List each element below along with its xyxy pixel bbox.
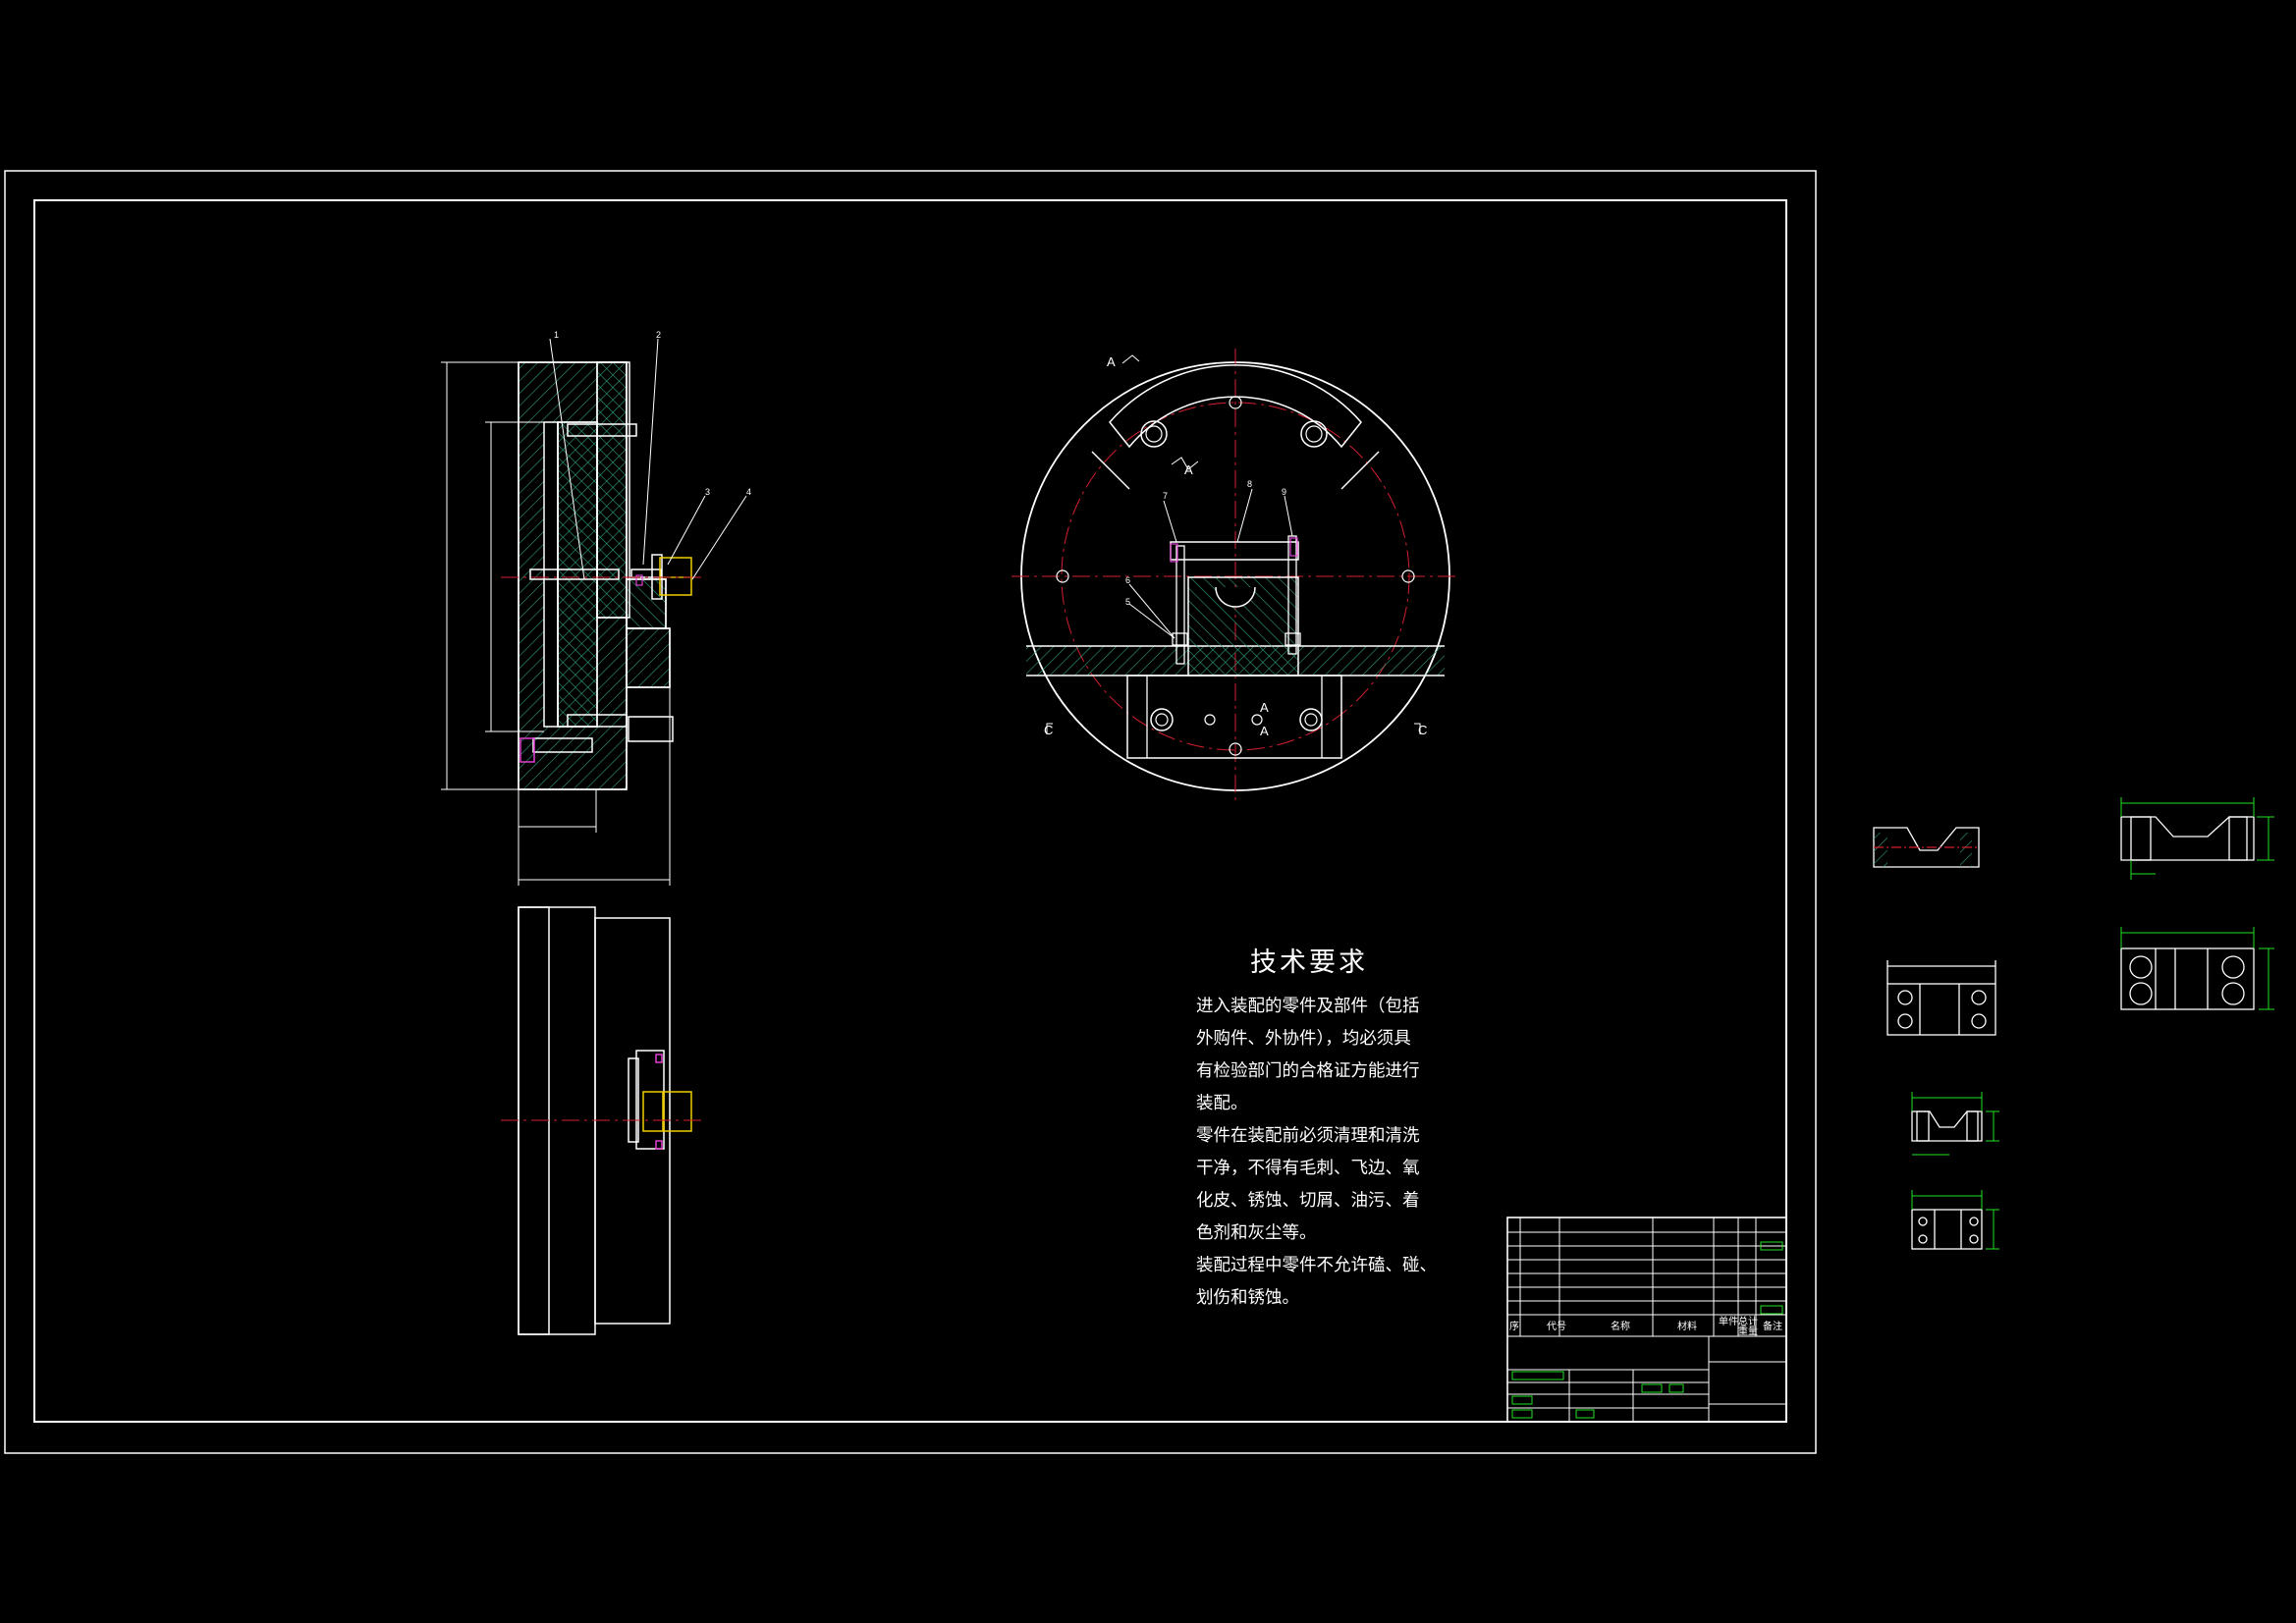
tech-requirement-line: 装配过程中零件不允许磕、碰、 xyxy=(1196,1256,1437,1275)
tech-requirement-line: 外购件、外协件），均必须具 xyxy=(1196,1029,1411,1049)
side-view-dimensions xyxy=(441,338,747,886)
tech-requirement-line: 划伤和锈蚀。 xyxy=(1196,1288,1299,1308)
header-code: 代号 xyxy=(1547,1321,1566,1332)
tech-requirement-line: 零件在装配前必须清理和清洗 xyxy=(1196,1126,1420,1146)
section-mark-a: A xyxy=(1184,462,1193,477)
header-seq: 序 xyxy=(1509,1320,1519,1332)
side-section-view xyxy=(518,361,674,790)
tech-requirement-line: 干净，不得有毛刺、飞边、氧 xyxy=(1196,1159,1420,1178)
balloon-3: 3 xyxy=(705,487,710,497)
part-balloons: 1 2 3 4 5 6 7 8 9 xyxy=(554,330,1286,607)
detail-dimensions xyxy=(1911,797,2274,1250)
balloon-6: 6 xyxy=(1125,575,1130,585)
title-block-green-cells xyxy=(1511,1241,1783,1419)
detail-small-plan xyxy=(1911,1209,1983,1250)
header-total: 总计 xyxy=(1738,1315,1758,1327)
section-mark-c: C xyxy=(1044,723,1053,737)
balloon-9: 9 xyxy=(1282,487,1286,497)
detail-clamp-plan xyxy=(2120,947,2255,1010)
section-mark-a: A xyxy=(1260,700,1269,715)
balloon-4: 4 xyxy=(746,487,751,497)
technical-requirements: 技术要求 进入装配的零件及部件（包括 外购件、外协件），均必须具 有检验部门的合… xyxy=(1196,941,1437,1315)
tech-requirement-line: 装配。 xyxy=(1196,1094,1248,1113)
header-material: 材料 xyxy=(1677,1320,1697,1332)
tech-requirement-line: 色剂和灰尘等。 xyxy=(1196,1223,1317,1243)
detail-small-front xyxy=(1911,1110,1983,1142)
balloon-1: 1 xyxy=(554,330,559,340)
balloon-2: 2 xyxy=(656,330,661,340)
balloon-7: 7 xyxy=(1163,491,1168,501)
header-name: 名称 xyxy=(1611,1320,1630,1332)
sheet-inner-border xyxy=(33,199,1787,1423)
detail-v-block-plan xyxy=(1886,960,1996,1036)
tech-requirements-title: 技术要求 xyxy=(1250,947,1368,978)
header-unit: 单件 xyxy=(1719,1316,1738,1327)
detail-clamp-front xyxy=(2120,816,2255,861)
detail-v-block-front xyxy=(1873,827,1980,868)
header-mass-label: 重量 xyxy=(1738,1325,1758,1337)
section-mark-c: C xyxy=(1418,723,1427,737)
header-remark: 备注 xyxy=(1763,1320,1782,1332)
sheet-outer-border xyxy=(4,170,1817,1454)
section-mark-a: A xyxy=(1260,724,1269,738)
tech-requirement-line: 进入装配的零件及部件（包括 xyxy=(1196,997,1420,1016)
round-fixture-view xyxy=(1011,349,1458,805)
tech-requirement-line: 化皮、锈蚀、切屑、油污、着 xyxy=(1196,1191,1420,1211)
tech-requirement-line: 有检验部门的合格证方能进行 xyxy=(1196,1061,1420,1081)
section-labels: A A A A C C xyxy=(1044,354,1427,738)
section-mark-a: A xyxy=(1107,354,1116,369)
title-block-header: 序 代号 名称 材料 单件 重量 总计 备注 xyxy=(1509,1315,1782,1337)
balloon-5: 5 xyxy=(1125,597,1130,607)
title-block xyxy=(1506,1217,1787,1423)
balloon-8: 8 xyxy=(1247,479,1252,489)
